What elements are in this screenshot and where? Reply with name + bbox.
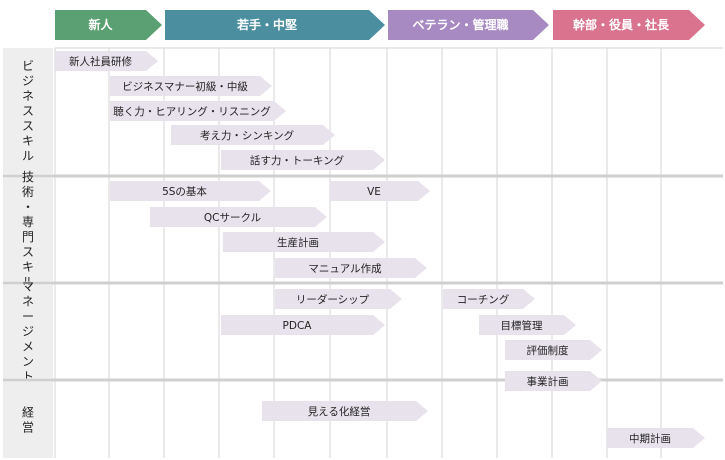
stage-label: 幹部・役員・社長 [573,17,670,32]
course-bar: 新人社員研修 [55,51,158,71]
course-bar: 生産計画 [223,232,385,252]
stage-label: ベテラン・管理職 [412,17,508,32]
course-bar: 5Sの基本 [110,181,271,201]
course-bar-shape [150,207,327,227]
course-bar-shape [171,125,335,145]
category-label: マネージメント [22,280,34,384]
course-bar-label: 事業計画 [527,375,569,388]
stage-arrow-shape [553,10,705,40]
course-bar-label: 新人社員研修 [69,55,132,68]
course-bar-shape [505,371,602,391]
course-bar-shape [275,289,402,309]
course-bar-shape [55,51,158,71]
course-bar-shape [330,181,430,201]
course-bar: QCサークル [150,207,327,227]
stage-arrow-1: 若手・中堅 [165,10,385,40]
category-row-administration: 経営 [3,378,723,458]
category-label-box [3,178,53,281]
category-row-business: ビジネススキル [3,48,53,174]
course-bar-shape [110,101,286,121]
course-bar-label: 聴く力・ヒアリング・リスニング [113,105,271,118]
course-bar: 事業計画 [505,371,602,391]
stage-arrow-3: 幹部・役員・社長 [553,10,705,40]
course-bar: PDCA [221,315,385,335]
course-bar-shape [221,315,385,335]
course-bar-label: 中期計画 [629,432,671,445]
course-bar-label: 見える化経営 [308,405,371,418]
stage-arrow-shape [55,10,162,40]
course-bar-shape [443,289,535,309]
course-bar-label: ビジネスマナー初級・中級 [122,80,248,93]
course-bar-label: マニュアル作成 [308,263,382,275]
category-label: 技術・専門スキル [22,170,34,289]
course-bar-shape [505,340,602,360]
course-bar-label: PDCA [283,320,313,332]
category-label-box [3,382,53,458]
course-bar-shape [223,232,385,252]
course-bar-label: 話す力・トーキング [250,154,345,167]
course-bar-label: 目標管理 [501,319,543,332]
course-bar: リーダーシップ [275,289,402,309]
stage-arrow-2: ベテラン・管理職 [388,10,549,40]
course-bar-shape [275,258,427,278]
category-label: ビジネススキル [22,59,34,163]
stage-header: 新人 若手・中堅 ベテラン・管理職 幹部・役員・社長 [55,10,705,40]
course-bar-label: コーチング [457,293,510,306]
course-bar-shape [262,401,428,421]
course-bar-label: 生産計画 [277,236,319,249]
course-bar-shape [479,315,576,335]
course-bars: 新人社員研修ビジネスマナー初級・中級聴く力・ヒアリング・リスニング考え力・シンキ… [55,51,705,448]
category-row-management: マネージメント [3,280,723,384]
course-bar: 話す力・トーキング [221,150,385,170]
course-bar: 考え力・シンキング [171,125,335,145]
course-bar: 中期計画 [607,428,705,448]
stage-arrow-0: 新人 [55,10,162,40]
stage-arrow-shape [165,10,385,40]
course-bar: ビジネスマナー初級・中級 [110,76,272,96]
course-bar: 聴く力・ヒアリング・リスニング [110,101,286,121]
course-bar-shape [607,428,705,448]
course-bar-shape [221,150,385,170]
course-bar: 目標管理 [479,315,576,335]
course-bar-shape [110,76,272,96]
course-bar: VE [330,181,430,201]
course-bar-label: リーダーシップ [296,293,370,306]
course-bar-label: VE [367,186,381,198]
course-bar: コーチング [443,289,535,309]
course-bar-label: 考え力・シンキング [200,129,295,142]
stage-label: 若手・中堅 [236,17,297,32]
course-bar-label: 5Sの基本 [162,185,207,198]
category-label: 経営 [22,406,34,435]
stage-label: 新人 [88,17,113,32]
course-bar: 評価制度 [505,340,602,360]
category-label-box [3,285,53,378]
category-row-technical: 技術・専門スキル [3,170,723,289]
course-bar: マニュアル作成 [275,258,427,278]
stage-arrow-shape [388,10,549,40]
category-label-box [3,48,53,174]
course-bar-label: QCサークル [204,212,261,224]
course-bar: 見える化経営 [262,401,428,421]
course-bar-shape [110,181,271,201]
course-bar-label: 評価制度 [527,344,569,357]
